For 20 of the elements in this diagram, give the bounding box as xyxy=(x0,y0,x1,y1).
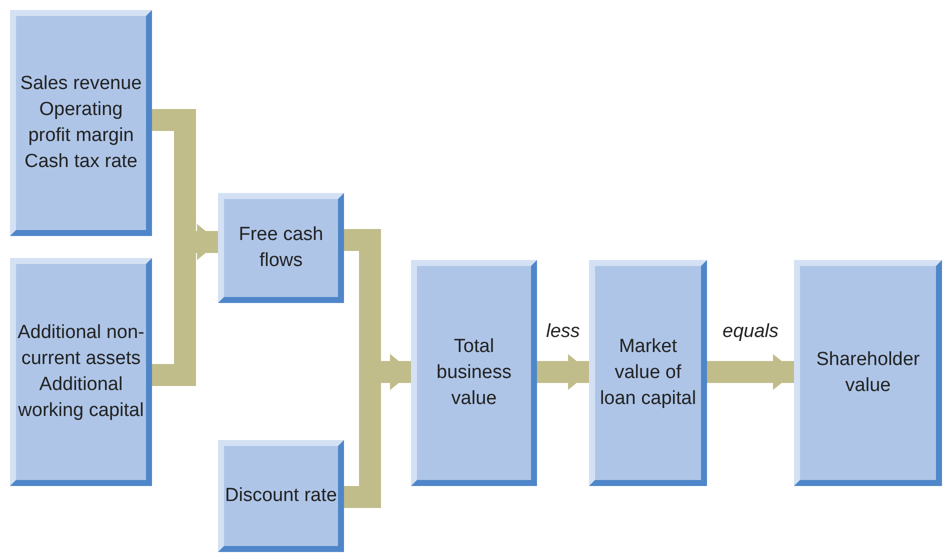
process-box xyxy=(218,193,344,303)
arrow xyxy=(707,354,795,390)
box-text: Market value of loan capital xyxy=(598,335,698,411)
box-text: Cash tax rate xyxy=(24,150,138,174)
box-text: Discount rate xyxy=(225,484,337,508)
box-text: Sales revenue xyxy=(20,72,142,96)
box-text: Total business value xyxy=(436,335,512,411)
process-box xyxy=(10,258,152,486)
process-box xyxy=(411,260,537,486)
edge-label: equals xyxy=(720,321,780,343)
process-box xyxy=(589,260,707,486)
process-box xyxy=(218,440,344,552)
box-text: Additional non-current assets xyxy=(16,321,146,371)
box-text: Shareholder value xyxy=(815,348,921,398)
box-text: Additional working capital xyxy=(17,373,145,423)
arrow xyxy=(537,354,590,390)
box-text: Free cash flows xyxy=(238,223,324,273)
process-box xyxy=(10,10,152,236)
process-box xyxy=(794,260,942,486)
box-text: Operating profit margin xyxy=(27,98,135,148)
